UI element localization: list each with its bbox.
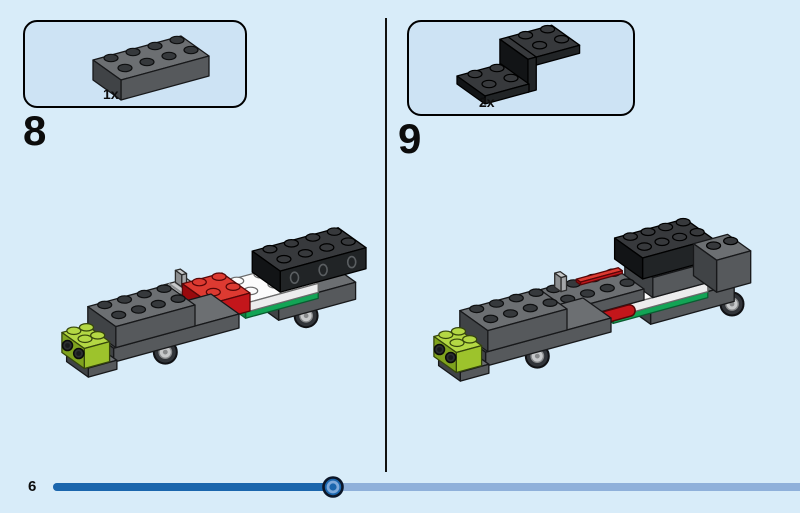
part-image-brick-2x4	[92, 35, 210, 101]
model-illustration-step-9	[433, 217, 752, 382]
parts-callout-step-8: 1x	[23, 20, 247, 108]
progress-bar[interactable]	[53, 483, 800, 491]
progress-knob[interactable]	[318, 472, 348, 502]
part-quantity-label: 2x	[479, 94, 495, 110]
model-illustration-step-8	[61, 227, 367, 378]
page-number: 6	[28, 478, 37, 495]
part-image-bracket-2x2	[456, 24, 581, 105]
step-number-9: 9	[398, 115, 422, 162]
progress-fill	[53, 483, 333, 491]
parts-callout-step-9: 2x	[407, 20, 635, 116]
panel-divider	[385, 18, 387, 472]
step-number-8: 8	[23, 107, 47, 154]
part-quantity-label: 1x	[103, 86, 119, 102]
